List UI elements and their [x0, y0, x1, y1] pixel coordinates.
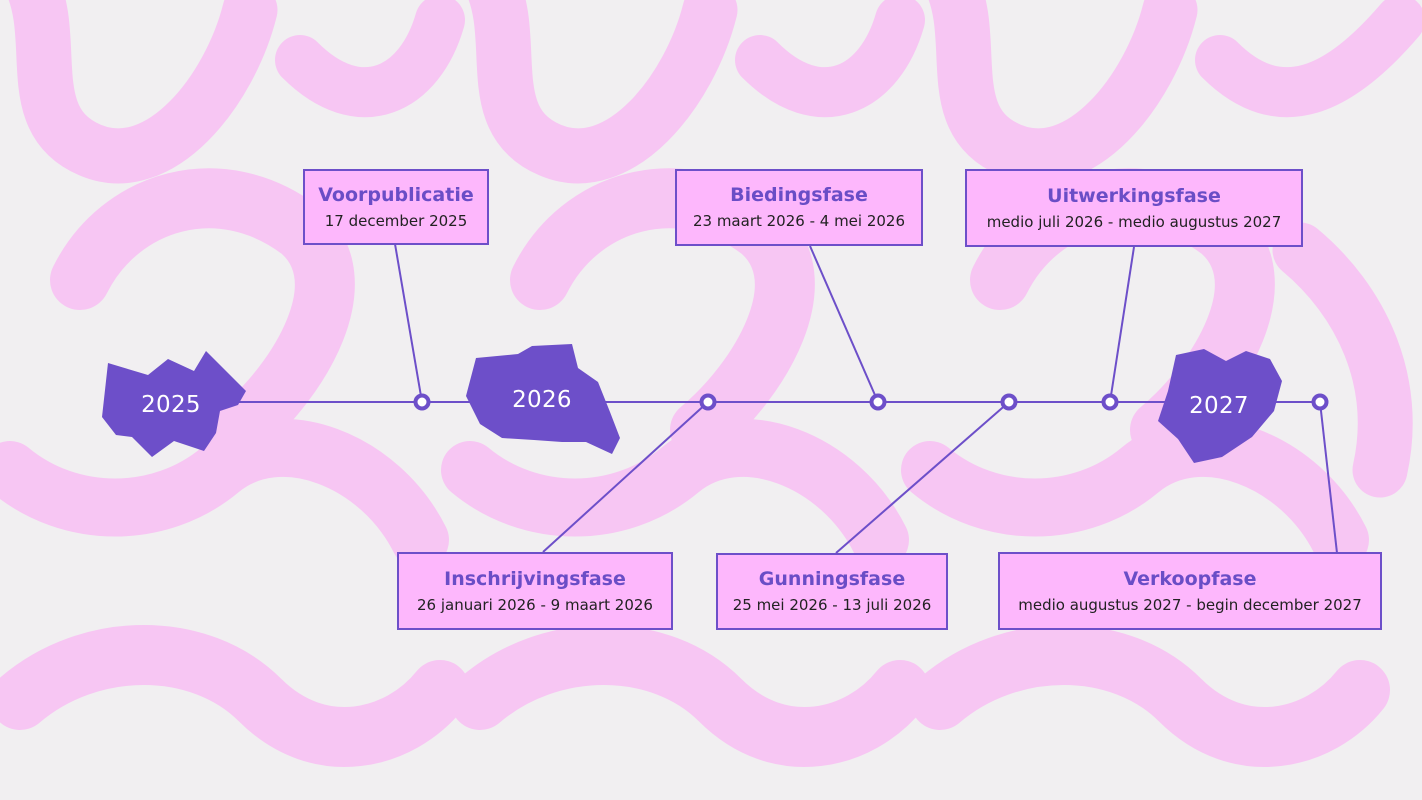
year-label: 2025	[141, 392, 201, 418]
phase-box-gunningsfase: Gunningsfase 25 mei 2026 - 13 juli 2026	[716, 553, 948, 630]
phase-dates: 25 mei 2026 - 13 juli 2026	[732, 596, 932, 614]
phase-box-uitwerkingsfase: Uitwerkingsfase medio juli 2026 - medio …	[965, 169, 1303, 247]
phase-title: Gunningsfase	[758, 568, 906, 590]
node-verkoopfase	[1311, 393, 1329, 411]
phase-dates: 23 maart 2026 - 4 mei 2026	[692, 212, 906, 230]
year-label: 2026	[512, 387, 572, 413]
node-uitwerkingsfase	[1101, 393, 1119, 411]
phase-title: Voorpublicatie	[318, 183, 474, 206]
phase-title: Verkoopfase	[1123, 567, 1257, 590]
year-blob-shape	[466, 344, 620, 454]
phase-box-biedingsfase: Biedingsfase 23 maart 2026 - 4 mei 2026	[675, 169, 923, 246]
connector-uitwerkingsfase	[1109, 246, 1135, 403]
node-gunningsfase	[1000, 393, 1018, 411]
phase-box-verkoopfase: Verkoopfase medio augustus 2027 - begin …	[998, 552, 1382, 630]
year-blob-shape	[102, 351, 246, 457]
node-inschrijvingsfase	[699, 393, 717, 411]
node-voorpublicatie	[413, 393, 431, 411]
phase-title: Inschrijvingsfase	[444, 567, 626, 590]
phase-box-voorpublicatie: Voorpublicatie 17 december 2025	[303, 169, 489, 245]
phase-dates: medio juli 2026 - medio augustus 2027	[986, 212, 1282, 231]
year-marker-2027: 2027	[1154, 347, 1284, 465]
phase-title: Uitwerkingsfase	[1047, 184, 1221, 207]
phase-dates: 17 december 2025	[324, 211, 468, 230]
phase-dates: medio augustus 2027 - begin december 202…	[1018, 595, 1362, 614]
year-label: 2027	[1189, 393, 1249, 419]
year-marker-2025: 2025	[96, 345, 246, 465]
year-blob-shape	[1158, 349, 1282, 463]
phase-title: Biedingsfase	[730, 184, 868, 206]
node-biedingsfase	[869, 393, 887, 411]
connector-gunningsfase	[835, 401, 1010, 554]
phase-box-inschrijvingsfase: Inschrijvingsfase 26 januari 2026 - 9 ma…	[397, 552, 673, 630]
connector-voorpublicatie	[394, 243, 423, 403]
year-marker-2026: 2026	[462, 342, 622, 458]
phase-dates: 26 januari 2026 - 9 maart 2026	[417, 595, 653, 614]
connector-verkoopfase	[1319, 401, 1338, 554]
connector-inschrijvingsfase	[542, 401, 709, 553]
connector-biedingsfase	[809, 245, 879, 403]
